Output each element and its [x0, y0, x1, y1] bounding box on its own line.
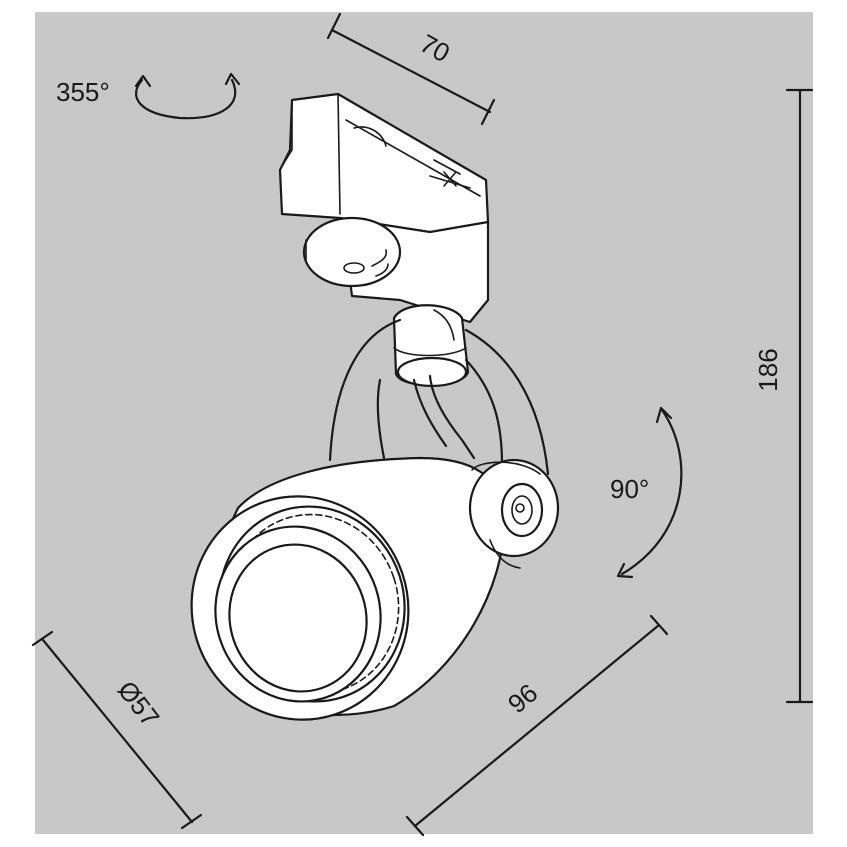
yoke-arm: [328, 318, 550, 476]
swivel-stem: [392, 304, 470, 388]
rotation-arrow-icon: [134, 72, 241, 120]
tilt-label: 90°: [610, 474, 649, 504]
tilt-arrow-icon: [616, 406, 683, 579]
lens-glass: [228, 543, 368, 693]
rotary-knob: [302, 216, 402, 288]
track-light-fixture: ⊞⊟: [190, 92, 560, 721]
dimension-height: 186: [753, 88, 814, 704]
dimension-height-label: 186: [753, 348, 783, 391]
dimension-tilt: 90°: [610, 406, 683, 579]
adapter-base: [302, 216, 490, 324]
dimension-rotation: 355°: [56, 72, 241, 120]
rotation-label: 355°: [56, 77, 110, 107]
lens-bezel: [190, 495, 410, 721]
